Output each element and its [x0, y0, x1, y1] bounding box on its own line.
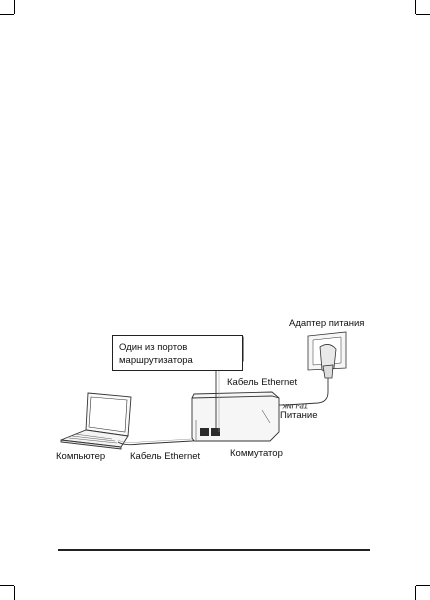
laptop-icon [60, 392, 132, 450]
computer-label: Компьютер [56, 451, 106, 462]
crop-mark-top-left-h [0, 14, 14, 15]
ethernet-cable-bottom-label: Кабель Ethernet [130, 451, 201, 462]
switch-device-icon [191, 391, 286, 442]
crop-mark-bottom-left-v [14, 586, 15, 600]
router-port-callout: Один из портов маршрутизатора [112, 335, 243, 371]
router-port-label-line1: Один из портов [119, 342, 188, 353]
ethernet-cable-bottom-line [117, 432, 209, 446]
switch-brand-logo: TP-LINK [282, 402, 309, 409]
crop-mark-top-right-h [416, 14, 430, 15]
power-label: Питание [280, 410, 318, 421]
crop-mark-bottom-right-h [416, 585, 430, 586]
power-adapter-icon [307, 331, 347, 379]
crop-mark-top-left-v [14, 0, 15, 14]
switch-label: Коммутатор [230, 448, 283, 459]
footer-divider [58, 549, 370, 551]
crop-mark-bottom-left-h [0, 585, 14, 586]
power-cable-line [285, 378, 329, 406]
power-adapter-label: Адаптер питания [289, 318, 365, 329]
crop-mark-bottom-right-v [415, 586, 416, 600]
crop-mark-top-right-v [415, 0, 416, 14]
ethernet-cable-top-label: Кабель Ethernet [227, 377, 298, 388]
router-port-label-line2: маршрутизатора [119, 355, 193, 366]
